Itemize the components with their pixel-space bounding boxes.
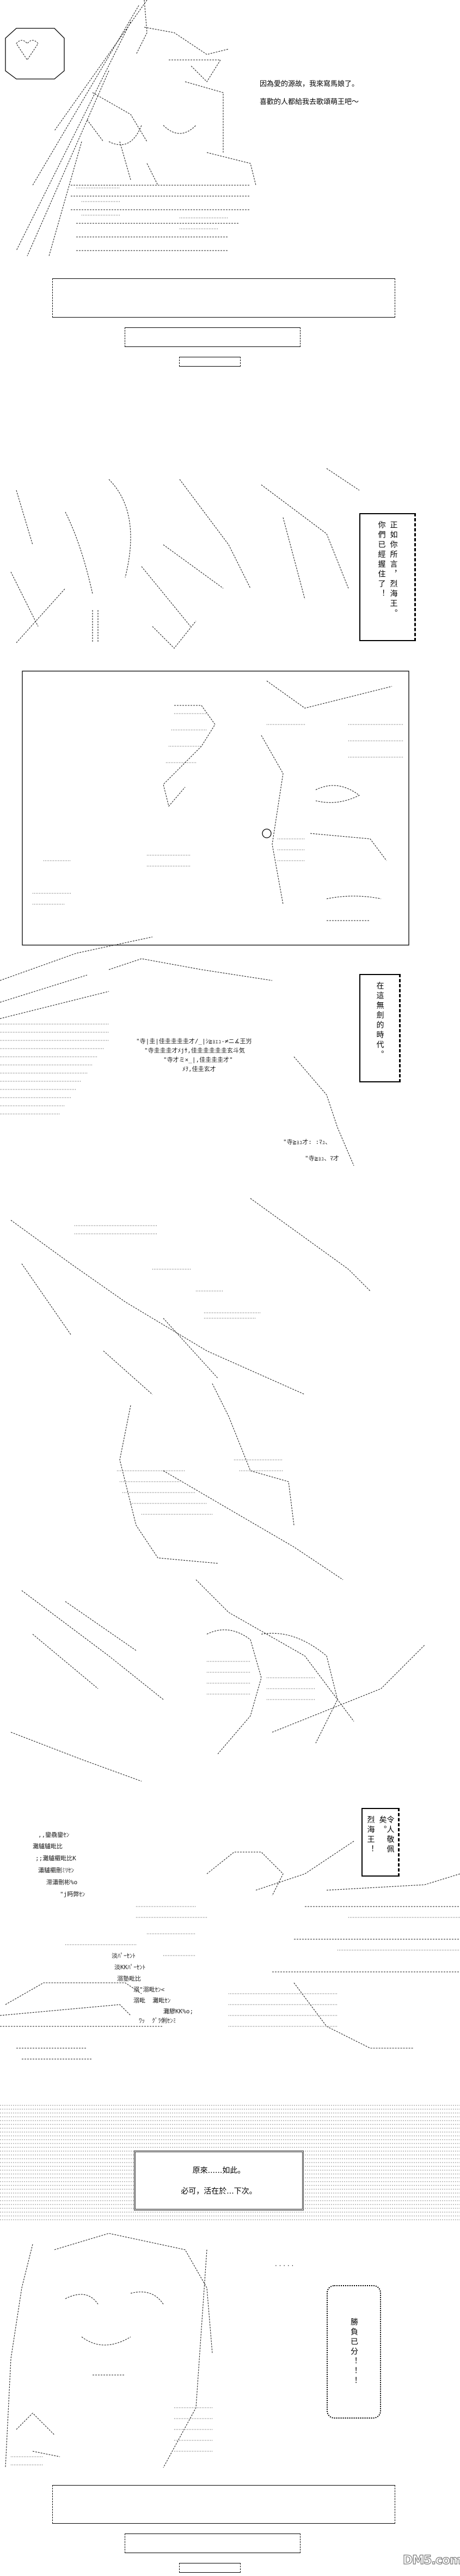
- caption-box-admirable: 令人敬佩矣。 烈海王！: [361, 1808, 400, 1877]
- framed-panel-border: [22, 671, 409, 946]
- defeated-face-art: [5, 2233, 213, 2468]
- aa-blood-line: 灘驢驢毗比: [33, 1843, 63, 1850]
- sword-clash-art: [0, 936, 371, 1580]
- face-close-up-art: [10, 1579, 425, 1782]
- caption-box-as-you-said: 正如你所言，烈海王。 你們已經握住了！: [359, 513, 416, 641]
- aa-blood-line: 瀟驢欟刪ﾐﾘｾﾝ: [38, 1867, 74, 1874]
- watermark-logo: DM5.com: [402, 2553, 460, 2567]
- aa-blood-line: ;;灘驢欟毗比K: [35, 1855, 76, 1862]
- dialogue-line-2: 必可，活在於...下次。: [181, 2187, 257, 2196]
- caption-text: 你們已經握住了！: [377, 521, 386, 599]
- sword-slash-art: [10, 468, 360, 649]
- intro-line-2: 喜歡的人都給我去歌頌萌王吧～: [260, 98, 359, 106]
- aa-wave-line: "寺圭圭圭才ﾒjｻ,佳圭圭圭圭圭玄斗気: [144, 1047, 245, 1054]
- fight-scene-art: [0, 1841, 460, 2060]
- empty-caption-box-medium: [125, 2534, 300, 2553]
- aa-wave-line: "寺≧ｮｭ、ﾏ才: [305, 1155, 339, 1162]
- aa-spray-line: 溺毗 灘毗ｾﾝ: [133, 1997, 171, 2004]
- caption-text: 勝負已分！！！: [349, 2317, 358, 2386]
- dialogue-line-1: 原來......如此。: [192, 2166, 246, 2175]
- dialogue-frame: 原來......如此。 必可，活在於...下次。: [134, 2151, 304, 2210]
- caption-text: 在這無劍的時代。: [375, 982, 384, 1060]
- caption-text: 令人敬佩矣。: [378, 1816, 395, 1855]
- aa-wave-line: "寺才ミ×_|,佳圭圭圭才": [163, 1056, 233, 1063]
- caption-box-decided: 勝負已分！！！: [327, 2285, 381, 2419]
- empty-caption-box-large: [52, 2485, 395, 2524]
- aa-spray-line: 溺塾毗比: [117, 1975, 141, 1982]
- heart-bubble-icon: [5, 28, 65, 80]
- aa-blood-line: "j眄弊ｾﾝ: [60, 1891, 85, 1898]
- aa-wave-line: ﾒｦ,佳圭玄才: [182, 1065, 216, 1073]
- aa-wave-line: "寺≧ｮｭ才: :ﾏｭ、: [283, 1138, 332, 1146]
- aa-spray-line: 溺"溺毗ｾﾝ<: [133, 1986, 165, 1993]
- empty-caption-box-small: [179, 357, 241, 367]
- framed-panel-art: [33, 680, 403, 921]
- aa-spray-line: ﾜｯ ｸﾞﾗ俐ｾﾝﾐ: [139, 2017, 176, 2024]
- aa-spray-line: 灘驂KK%o;: [163, 2008, 194, 2015]
- aa-wave-line: "寺|圭|佳圭圭圭圭才/_|ｼ≧ｮｪｭ-≠ニ∡王屶: [136, 1038, 252, 1045]
- caption-text: 正如你所言，烈海王。: [389, 521, 398, 619]
- empty-caption-box-large: [52, 278, 395, 318]
- intro-line-1: 因為愛的源故，我來寫馬娘了。: [260, 80, 359, 88]
- girl-figure: [16, 0, 256, 257]
- caption-box-swordless-era: 在這無劍的時代。: [359, 974, 401, 1082]
- aa-blood-line: 滞瀟刪彬%o: [46, 1879, 78, 1886]
- aa-blood-line: ,,鑾驫鑾ｾﾝ: [38, 1831, 70, 1838]
- ellipsis-mark: . . . . .: [275, 2260, 293, 2268]
- empty-caption-box-medium: [125, 327, 300, 347]
- empty-caption-box-small: [179, 2563, 241, 2573]
- aa-spray-line: 淡ﾊﾟｰｾﾝﾄ: [112, 1952, 136, 1959]
- aa-spray-line: 淡KKﾊﾟｰｾﾝﾄ: [114, 1964, 146, 1971]
- caption-text: 烈海王！: [366, 1816, 375, 1855]
